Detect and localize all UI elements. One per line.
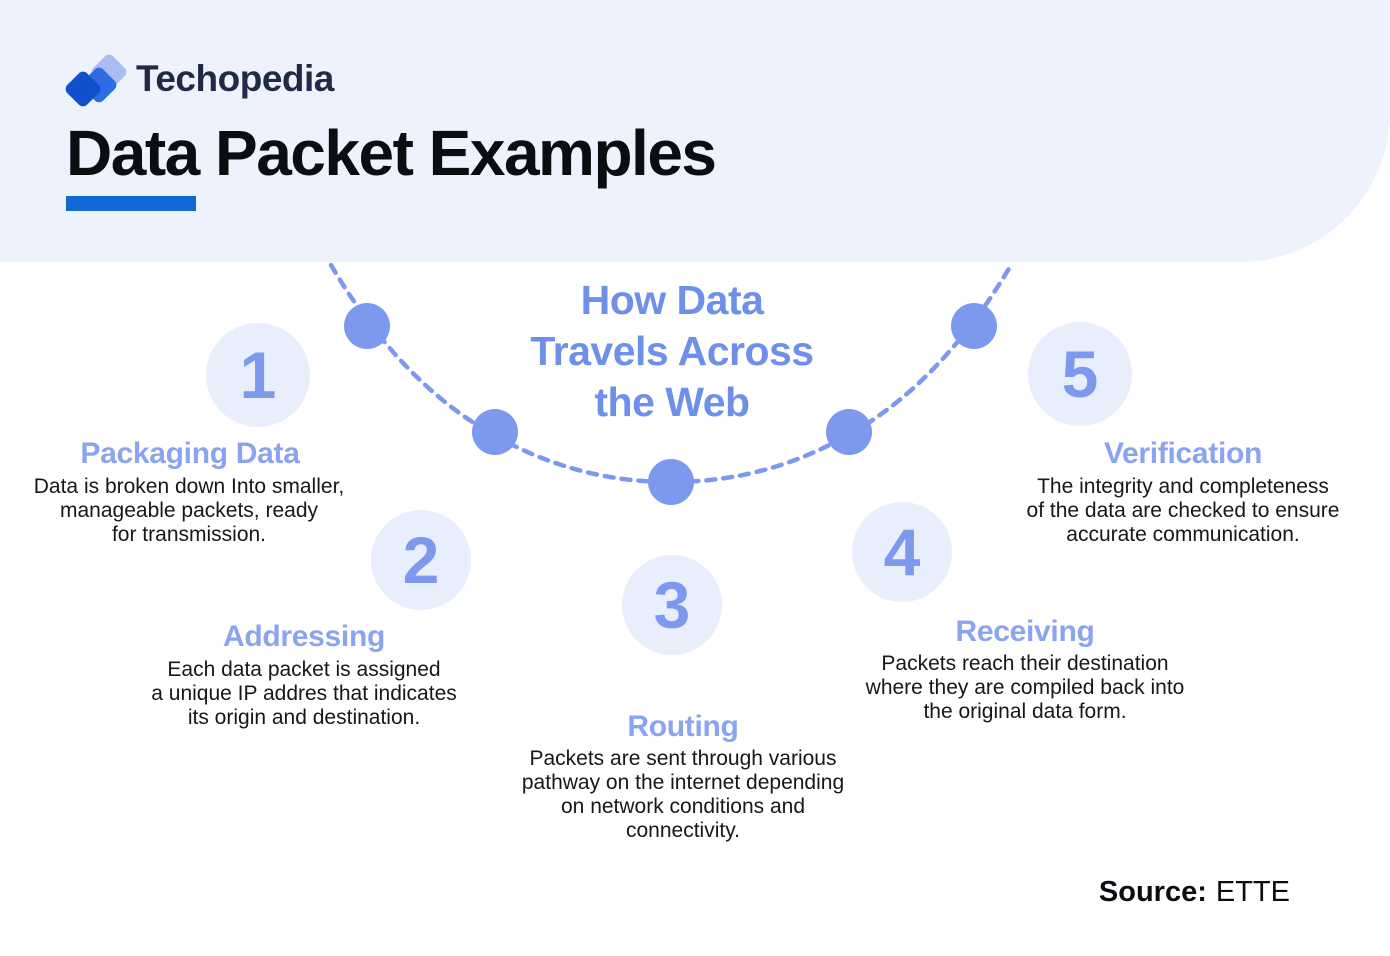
path-dot [344,303,390,349]
source-value: ETTE [1215,876,1290,908]
step-5-description: The integrity and completeness of the da… [1026,475,1340,546]
diagram-center-title: How Data Travels Across the Web [530,277,814,425]
techopedia-logo-icon [62,46,132,112]
step-3-heading: Routing [627,710,739,743]
step-4-number: 4 [883,515,921,589]
step-2-number: 2 [402,523,440,597]
source-label: Source: [1098,876,1207,908]
step-2-number-badge: 2 [371,510,471,610]
step-1-heading: Packaging Data [80,437,300,470]
path-dot [648,459,694,505]
header-banner: Techopedia Data Packet Examples [0,0,1390,262]
step-2-description: Each data packet is assigned a unique IP… [151,658,457,729]
step-1-number: 1 [239,338,277,412]
step-4-description: Packets reach their destination where th… [865,652,1185,723]
step-1-number-badge: 1 [206,323,310,427]
step-4-number-badge: 4 [852,502,952,602]
path-dot [951,303,997,349]
step-5-number-badge: 5 [1028,322,1132,426]
step-2-heading: Addressing [222,620,386,653]
step-3-number-badge: 3 [622,555,722,655]
page-title: Data Packet Examples [66,117,717,189]
step-4-heading: Receiving [955,615,1095,648]
step-3-description: Packets are sent through various pathway… [521,747,845,842]
brand-logo: Techopedia [62,46,334,112]
step-5-number: 5 [1061,337,1099,411]
step-1-description: Data is broken down Into smaller, manage… [33,475,345,546]
source-attribution: Source:ETTE [1099,876,1290,909]
brand-name: Techopedia [136,58,334,99]
title-underline-bar [66,196,196,211]
step-3-number: 3 [653,568,691,642]
step-5-heading: Verification [1103,437,1263,470]
